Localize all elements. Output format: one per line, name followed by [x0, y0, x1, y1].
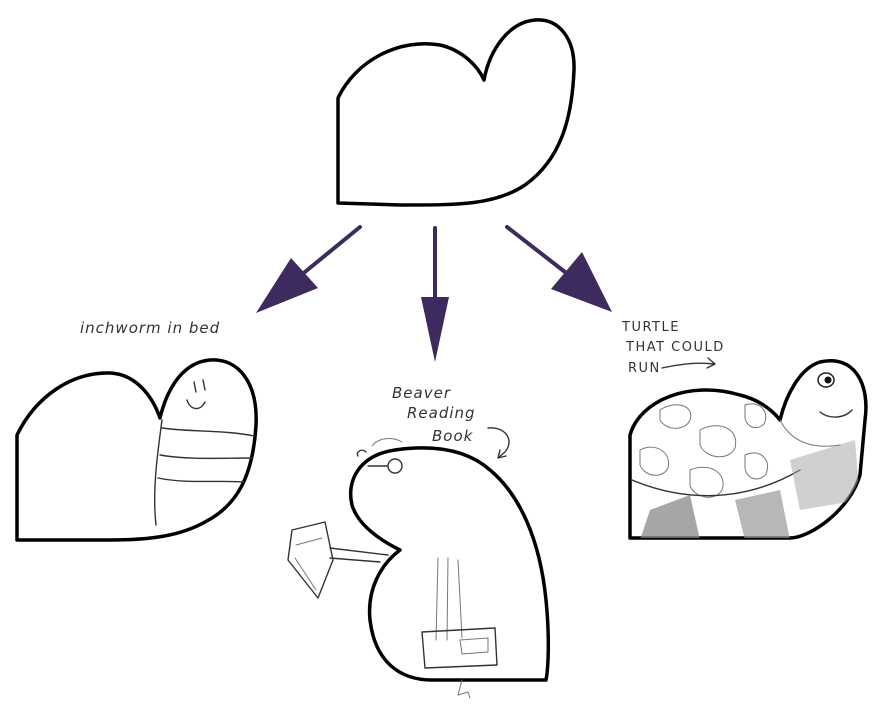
inchworm-outline [15, 358, 258, 542]
turtle-caption-arrow [661, 357, 716, 369]
beaver-foot [457, 679, 471, 699]
arrow-right [505, 225, 612, 312]
shell-patch [689, 466, 724, 498]
beaver-ear [356, 449, 367, 457]
inchworm-body-line [154, 419, 163, 526]
shell-patch [659, 404, 692, 429]
beaver-arm [329, 547, 389, 556]
beaver-leg [446, 557, 449, 641]
turtle-leg [640, 495, 700, 538]
shell-patch [744, 403, 767, 429]
turtle-leg [735, 490, 790, 538]
shell-rim [631, 469, 801, 497]
inchworm-eye [193, 381, 197, 393]
held-book-page [294, 557, 317, 591]
turtle-neck [779, 419, 841, 447]
held-book [287, 521, 334, 599]
turtle-pupil [824, 376, 832, 384]
turtle-caption-line2: THAT COULD [625, 340, 725, 355]
inchworm-drawing: inchworm in bed [15, 319, 258, 542]
turtle-smile [819, 409, 853, 418]
beaver-outline [349, 446, 551, 682]
arrow-center [421, 226, 449, 362]
shell-patch [744, 452, 768, 480]
beaver-caption-line1: Beaver [392, 384, 451, 402]
turtle-drawing: TURTLE THAT COULD RUN [621, 320, 868, 540]
shell-patch [639, 446, 670, 476]
beaver-head-sketch [371, 438, 403, 447]
inchworm-eye [202, 379, 206, 391]
beaver-drawing: Beaver Reading Book [287, 384, 551, 699]
turtle-leg [790, 440, 860, 510]
turtle-caption-line3: RUN [628, 361, 661, 376]
beaver-leg [435, 557, 439, 641]
blanket-stripe [159, 454, 253, 460]
source-heart-shape [336, 18, 576, 207]
beaver-leg [457, 559, 463, 639]
beaver-arm [329, 557, 381, 563]
floor-book-detail [459, 637, 489, 655]
held-book-page [295, 537, 323, 546]
beaver-caption-line2: Reading [407, 404, 476, 422]
inchworm-smile [186, 399, 206, 410]
floor-book [421, 627, 498, 669]
turtle-caption-line1: TURTLE [621, 320, 680, 335]
arrow-left [256, 225, 362, 313]
blanket-stripe [157, 477, 245, 483]
shell-patch [699, 425, 737, 458]
beaver-caption-line3: Book [432, 427, 474, 445]
inchworm-caption: inchworm in bed [80, 319, 220, 337]
beaver-caption-arrow [487, 427, 510, 459]
blanket-stripe [161, 427, 255, 437]
